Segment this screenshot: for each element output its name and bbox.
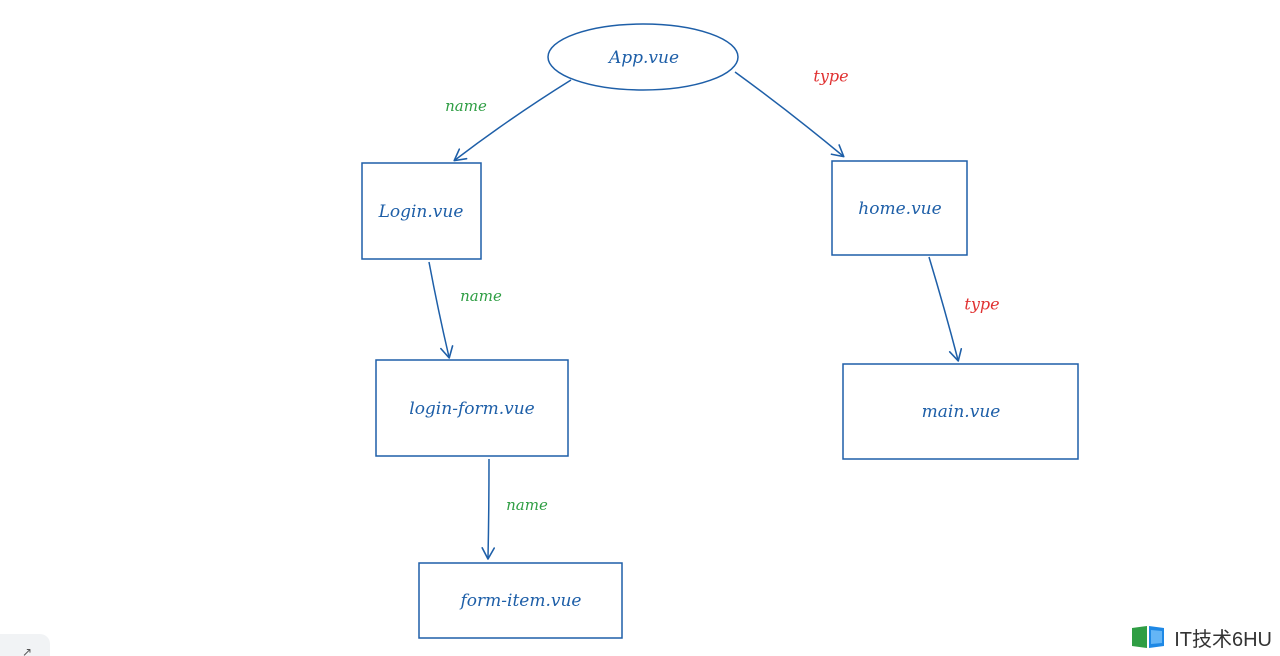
edge-app-home-label: type xyxy=(813,66,849,86)
edge-loginform-formitem-label: name xyxy=(506,496,548,514)
edge-home-main xyxy=(928,256,963,362)
corner-arrow-icon: ↗ xyxy=(22,645,33,656)
edge-login-loginform xyxy=(428,261,454,359)
node-main-label: main.vue xyxy=(921,402,1001,422)
node-home-label: home.vue xyxy=(858,199,942,219)
node-login-label: Login.vue xyxy=(378,202,464,222)
watermark-text: IT技术6HU xyxy=(1174,628,1272,651)
node-form-item-shape xyxy=(418,562,623,639)
edge-app-login-label: name xyxy=(445,97,487,115)
node-login-form-shape xyxy=(375,359,569,457)
edge-loginform-formitem xyxy=(481,458,496,560)
edge-app-home xyxy=(734,71,845,158)
edge-app-login xyxy=(453,79,572,162)
corner-tab[interactable]: ↗ xyxy=(0,634,50,656)
open-book-icon xyxy=(1130,624,1168,650)
node-form-item-label: form-item.vue xyxy=(460,591,582,611)
node-login-shape xyxy=(361,162,482,260)
node-home-shape xyxy=(831,160,968,256)
node-login-form-label: login-form.vue xyxy=(409,399,535,419)
node-app-label: App.vue xyxy=(608,48,680,68)
node-main-shape xyxy=(842,363,1079,460)
edge-login-loginform-label: name xyxy=(460,287,502,305)
watermark: IT技术6HU xyxy=(1130,622,1272,652)
node-app-shape xyxy=(547,23,739,91)
edge-home-main-label: type xyxy=(964,294,1000,314)
